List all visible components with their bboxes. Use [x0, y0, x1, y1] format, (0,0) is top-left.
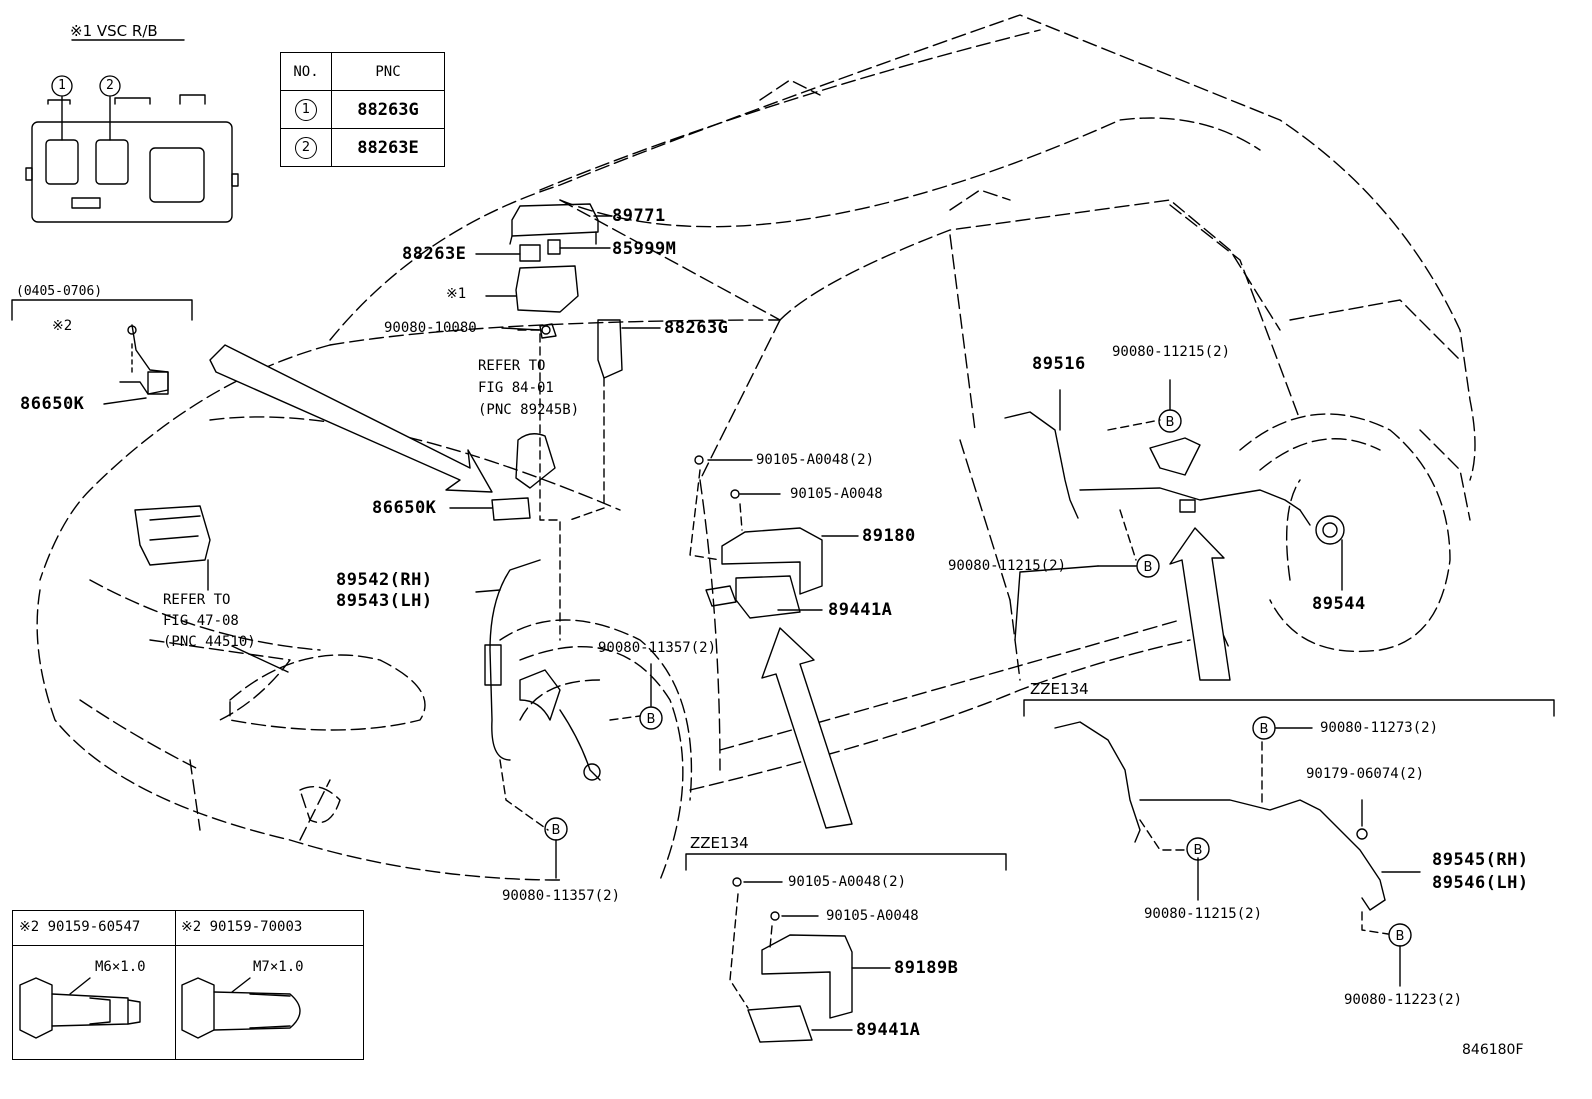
part-89441A-bottom: 89441A [856, 1020, 921, 1040]
part-89516: 89516 [1032, 354, 1086, 374]
bolt-drawings [19, 977, 301, 1039]
zze134-center-bracket [685, 853, 1007, 871]
vsc-title: ※1 VSC R/B [70, 22, 158, 40]
part-90080-11273: 90080-11273(2) [1320, 720, 1439, 736]
zze134-label-center: ZZE134 [690, 834, 749, 852]
b-circles [544, 409, 1412, 947]
refer-47-line1: REFER TO [163, 592, 231, 608]
vsc-marker-1: 1 [58, 78, 66, 93]
b-marker: B [1396, 929, 1405, 944]
part-90105-A0048-top: 90105-A0048 [790, 486, 883, 502]
b-marker: B [1144, 560, 1153, 575]
bolt-col2-header: ※2 90159-70003 [181, 919, 303, 935]
zze134-label-right: ZZE134 [1030, 680, 1089, 698]
part-89180: 89180 [862, 526, 916, 546]
relay-assembly-drawing [119, 203, 623, 566]
pnc-row-value: 88263E [331, 128, 445, 167]
pnc-table: NO. PNC 1 88263G 2 88263E [280, 52, 445, 167]
bolt-col2-thread: M7×1.0 [253, 959, 304, 975]
refer-47-line3: (PNC 44510) [163, 634, 256, 650]
part-90080-11223: 90080-11223(2) [1344, 992, 1463, 1008]
part-89545-rh: 89545(RH) [1432, 850, 1529, 870]
part-90080-11215-mid: 90080-11215(2) [948, 558, 1067, 574]
part-89441A-top: 89441A [828, 600, 893, 620]
zze134-right-bracket [1023, 699, 1555, 717]
vsc-markers [51, 75, 121, 97]
rear-sensor-wire-drawing [1004, 411, 1345, 545]
center-inset-bracket-drawing [747, 934, 853, 1043]
part-88263G: 88263G [664, 318, 729, 338]
pnc-header-no: NO. [280, 52, 332, 91]
part-89543-lh: 89543(LH) [336, 591, 433, 611]
pnc-row-no: 2 [295, 136, 317, 159]
part-88263E: 88263E [402, 244, 467, 264]
center-module-drawing [705, 527, 823, 619]
b-marker: B [647, 712, 656, 727]
part-90105-A0048-2-top: 90105-A0048(2) [756, 452, 875, 468]
part-90080-11215-right: 90080-11215(2) [1144, 906, 1263, 922]
leader-lines [103, 215, 1421, 1031]
part-89546-lh: 89546(LH) [1432, 873, 1529, 893]
refer-84-line3: (PNC 89245B) [478, 402, 580, 418]
vsc-relay-box-drawing [25, 39, 239, 223]
refer-47-line2: FIG 47-08 [163, 613, 239, 629]
part-86650K-center: 86650K [372, 498, 437, 518]
part-89544: 89544 [1312, 594, 1366, 614]
vehicle-outline [36, 14, 1476, 881]
part-89771: 89771 [612, 206, 666, 226]
date-range-bracket [11, 299, 193, 321]
right-inset-wire-drawing [1054, 721, 1386, 911]
refer-84-line1: REFER TO [478, 358, 546, 374]
pointer-arrows [209, 344, 1231, 829]
part-85999M: 85999M [612, 239, 677, 259]
ref-mark-1: ※1 [446, 286, 467, 302]
b-marker: B [1166, 415, 1175, 430]
bolt-glyphs [127, 325, 1368, 921]
refer-84-line2: FIG 84-01 [478, 380, 554, 396]
part-90179-06074: 90179-06074(2) [1306, 766, 1425, 782]
b-letters: B B B B B B B [552, 415, 1405, 944]
b-marker: B [1260, 722, 1269, 737]
part-90105-A0048-bottom: 90105-A0048 [826, 908, 919, 924]
bolt-table-divider [175, 911, 176, 1059]
vsc-marker-2: 2 [106, 78, 114, 93]
bolt-table-header [13, 911, 363, 946]
pnc-row-value: 88263G [331, 90, 445, 129]
part-89189B: 89189B [894, 958, 959, 978]
b-marker: B [1194, 843, 1203, 858]
ref-mark-2: ※2 [52, 318, 73, 334]
part-86650K-left: 86650K [20, 394, 85, 414]
bolt-table: ※2 90159-60547 ※2 90159-70003 M6×1.0 M7×… [12, 910, 364, 1060]
part-90105-A0048-2-bottom: 90105-A0048(2) [788, 874, 907, 890]
pnc-header-pnc: PNC [331, 52, 445, 91]
b-marker: B [552, 823, 561, 838]
bolt-col1-header: ※2 90159-60547 [19, 919, 141, 935]
part-90080-10080: 90080-10080 [384, 320, 477, 336]
part-89542-rh: 89542(RH) [336, 570, 433, 590]
front-sensor-wire-drawing [484, 559, 601, 781]
pnc-row-no: 1 [295, 98, 317, 121]
part-90080-11215-top: 90080-11215(2) [1112, 344, 1231, 360]
date-range: (0405-0706) [16, 284, 103, 299]
figure-code: 846180F [1462, 1042, 1524, 1058]
part-90080-11357-top: 90080-11357(2) [598, 640, 717, 656]
part-90080-11357-bottom: 90080-11357(2) [502, 888, 621, 904]
bolt-col1-thread: M6×1.0 [95, 959, 146, 975]
